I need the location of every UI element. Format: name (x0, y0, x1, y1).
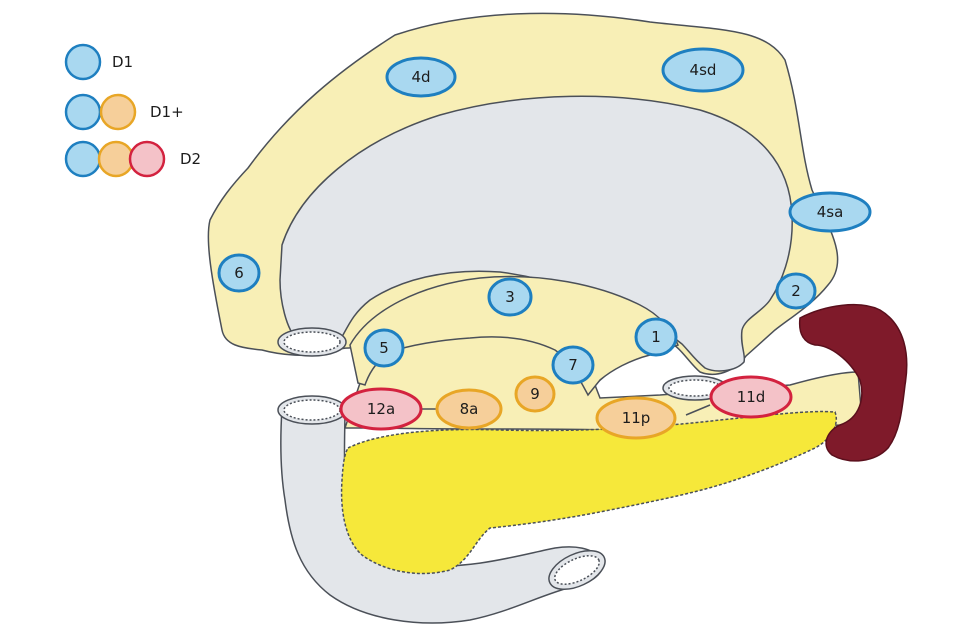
stomach-shape (279, 95, 793, 372)
pancreas-shape (340, 410, 837, 575)
legend-label: D1+ (150, 103, 184, 121)
station-4d[interactable]: 4d (385, 56, 457, 98)
station-label: 12a (367, 400, 395, 418)
station-1[interactable]: 1 (634, 317, 678, 357)
station-label: 4d (411, 68, 430, 86)
station-4sd[interactable]: 4sd (661, 47, 745, 93)
lymph-node-stations: 1 2 3 4d 4sd 4sa 5 6 (217, 47, 872, 440)
station-6[interactable]: 6 (217, 253, 261, 293)
station-3[interactable]: 3 (487, 277, 533, 317)
station-label: 8a (460, 400, 479, 418)
station-label: 11p (622, 409, 651, 427)
station-label: 3 (505, 288, 515, 306)
duodenum-cut-end-top (277, 395, 347, 425)
legend-row-d2: D2 (64, 140, 201, 178)
station-label: 11d (737, 388, 766, 406)
station-label: 5 (379, 339, 389, 357)
station-label: 7 (568, 356, 578, 374)
station-label: 1 (651, 328, 661, 346)
duodenum-cut-end-bottom (548, 549, 606, 591)
station-label: 4sa (817, 203, 844, 221)
station-8a[interactable]: 8a (435, 388, 503, 430)
station-5[interactable]: 5 (363, 328, 405, 368)
station-9[interactable]: 9 (514, 375, 556, 413)
station-7[interactable]: 7 (551, 345, 595, 385)
station-11p[interactable]: 11p (595, 396, 677, 440)
station-2[interactable]: 2 (775, 272, 817, 310)
station-label: 9 (530, 385, 540, 403)
pylorus-cut-end (277, 327, 347, 357)
station-label: 2 (791, 282, 801, 300)
lesser-omentum-shape (349, 275, 679, 397)
station-11d[interactable]: 11d (709, 375, 793, 419)
legend-row-d1: D1 (64, 43, 133, 81)
legend-row-d1plus: D1+ (64, 93, 184, 131)
station-12a[interactable]: 12a (339, 387, 423, 431)
legend-label: D1 (112, 53, 133, 71)
legend: D1 D1+ D2 (64, 43, 201, 178)
station-4sa[interactable]: 4sa (788, 191, 872, 233)
station-label: 6 (234, 264, 244, 282)
spleen-shape (798, 304, 908, 462)
station-label: 4sd (690, 61, 717, 79)
legend-label: D2 (180, 150, 201, 168)
